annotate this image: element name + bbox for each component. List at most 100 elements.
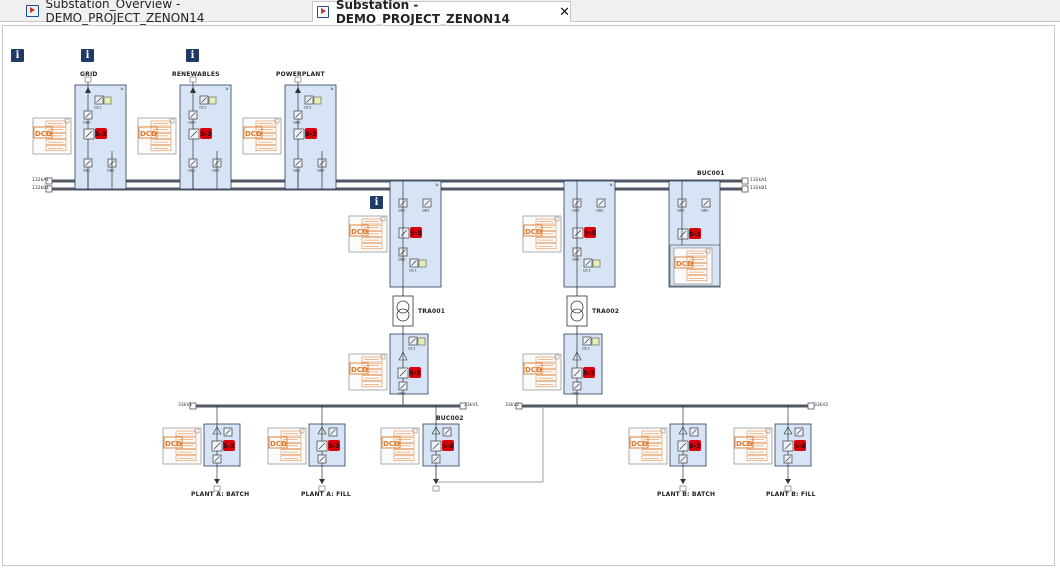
switch-qb1[interactable]: QB1 bbox=[293, 158, 303, 173]
panel-tra001-mv[interactable]: DCD bbox=[348, 353, 388, 391]
switch-label: QB1 bbox=[293, 169, 301, 173]
circuit-breaker[interactable]: S-3 bbox=[572, 227, 596, 239]
earth-switch[interactable] bbox=[592, 259, 601, 268]
switch-qb1[interactable] bbox=[431, 454, 441, 464]
panel-grid[interactable]: DCD bbox=[32, 117, 72, 155]
switch-qb1[interactable] bbox=[783, 454, 793, 464]
switch-qb2[interactable]: QB2 bbox=[596, 198, 606, 213]
close-icon[interactable]: ✕ bbox=[559, 4, 570, 20]
circuit-breaker[interactable]: S-3 bbox=[677, 440, 701, 452]
switch-qb2[interactable]: QB2 bbox=[422, 198, 432, 213]
switch-qc1[interactable] bbox=[328, 427, 338, 437]
earth-switch[interactable] bbox=[418, 259, 427, 268]
earth-body[interactable] bbox=[418, 259, 427, 268]
panel-tra001-hv[interactable]: DCD bbox=[348, 215, 388, 253]
switch-qc1[interactable] bbox=[689, 427, 699, 437]
circuit-breaker[interactable]: S-3 bbox=[782, 440, 806, 452]
switch-qb1[interactable]: QB1 bbox=[83, 158, 93, 173]
earth-switch[interactable] bbox=[313, 96, 322, 105]
switch-qb1[interactable] bbox=[678, 454, 688, 464]
switch-qb0[interactable]: QB0 bbox=[293, 110, 303, 125]
circuit-breaker[interactable]: S-3 bbox=[430, 440, 454, 452]
switch-qb2[interactable]: QB2 bbox=[701, 198, 711, 213]
breaker-alarm-badge bbox=[223, 440, 235, 451]
panel-renewables[interactable]: DCD bbox=[137, 117, 177, 155]
fixtures bbox=[45, 177, 815, 410]
panel-powerplant[interactable]: DCD bbox=[242, 117, 282, 155]
switch-blade bbox=[85, 112, 91, 118]
circuit-breaker[interactable]: S-3 bbox=[293, 128, 317, 140]
breaker-blade bbox=[190, 130, 198, 138]
info-icon[interactable]: i bbox=[11, 49, 24, 62]
earth-body[interactable] bbox=[417, 337, 426, 346]
circuit-breaker[interactable]: S-3 bbox=[677, 228, 701, 240]
earth-body[interactable] bbox=[313, 96, 322, 105]
panel-field bbox=[393, 430, 415, 437]
earth-body[interactable] bbox=[103, 96, 112, 105]
switch-qb1[interactable] bbox=[212, 454, 222, 464]
earth-body[interactable] bbox=[592, 259, 601, 268]
panel-plant-b-batch[interactable]: DCD bbox=[628, 427, 668, 465]
earth-body[interactable] bbox=[208, 96, 217, 105]
panel-badge bbox=[243, 126, 263, 139]
arrow-icon bbox=[431, 426, 441, 435]
panel-tra002-mv[interactable]: DCD bbox=[522, 353, 562, 391]
circuit-breaker[interactable]: S-3 bbox=[83, 128, 107, 140]
switch-qc1[interactable]: QC1 bbox=[94, 95, 104, 110]
info-icon-buc001[interactable]: i bbox=[370, 196, 383, 209]
switch-qc1[interactable] bbox=[794, 427, 804, 437]
switch-qc1[interactable]: QC1 bbox=[583, 258, 593, 273]
switch-qc1[interactable]: QC1 bbox=[582, 336, 592, 351]
switch-qb0[interactable]: QB0 bbox=[83, 110, 93, 125]
transformer-tra001[interactable] bbox=[392, 295, 414, 327]
circuit-breaker[interactable]: S-3 bbox=[211, 440, 235, 452]
breaker-blade bbox=[573, 369, 581, 377]
transformer-frame[interactable] bbox=[566, 295, 588, 327]
panel-corner bbox=[299, 428, 305, 434]
switch-qc1[interactable]: QC1 bbox=[409, 258, 419, 273]
panel-tra002-hv[interactable]: DCD bbox=[522, 215, 562, 253]
info-icon-renewables[interactable]: i bbox=[186, 49, 199, 62]
switch-qc1[interactable]: QC1 bbox=[304, 95, 314, 110]
switch-qc1[interactable]: QC1 bbox=[408, 336, 418, 351]
panel-field bbox=[535, 224, 557, 231]
tab-substation[interactable]: Substation - DEMO_PROJECT_ZENON14 ✕ bbox=[312, 0, 571, 26]
panel-field bbox=[361, 237, 383, 243]
circuit-breaker[interactable]: S-3 bbox=[397, 367, 421, 379]
panel-buc001[interactable]: DCD bbox=[673, 247, 713, 285]
circuit-breaker[interactable]: S-3 bbox=[571, 367, 595, 379]
transformer-frame[interactable] bbox=[392, 295, 414, 327]
panel-field bbox=[393, 443, 415, 449]
arrow-icon bbox=[783, 426, 793, 435]
switch-qb1[interactable]: QB1 bbox=[188, 158, 198, 173]
panel-plant-b-fill[interactable]: DCD bbox=[733, 427, 773, 465]
switch-qc1[interactable] bbox=[442, 427, 452, 437]
earth-switch[interactable] bbox=[103, 96, 112, 105]
tab-substation-overview[interactable]: Substation_Overview - DEMO_PROJECT_ZENON… bbox=[22, 0, 306, 25]
switch-qc1[interactable]: QC1 bbox=[199, 95, 209, 110]
switch-qb1[interactable] bbox=[317, 454, 327, 464]
circuit-breaker[interactable]: S-3 bbox=[398, 227, 422, 239]
switch-qb0[interactable]: QB0 bbox=[188, 110, 198, 125]
panel-plant-a-batch[interactable]: DCD bbox=[162, 427, 202, 465]
info-icon-grid[interactable]: i bbox=[81, 49, 94, 62]
switch-blade bbox=[214, 456, 220, 462]
circuit-breaker[interactable]: S-3 bbox=[316, 440, 340, 452]
breaker-alarm-badge bbox=[689, 228, 701, 239]
feeder-label-powerplant: POWERPLANT bbox=[276, 71, 325, 78]
switch-qc1[interactable] bbox=[223, 427, 233, 437]
panel-buc002[interactable]: DCD bbox=[380, 427, 420, 465]
breaker-badge-text: S-3 bbox=[585, 230, 596, 237]
transformer-tra002[interactable] bbox=[566, 295, 588, 327]
earth-switch[interactable] bbox=[417, 337, 426, 346]
earth-body[interactable] bbox=[591, 337, 600, 346]
circuit-breaker[interactable]: S-3 bbox=[188, 128, 212, 140]
earth-switch[interactable] bbox=[208, 96, 217, 105]
panel-plant-a-fill[interactable]: DCD bbox=[267, 427, 307, 465]
switch-qb1[interactable]: QB1 bbox=[398, 381, 408, 396]
switch-qb1[interactable]: QB1 bbox=[572, 381, 582, 396]
breaker-badge-text: S-3 bbox=[306, 131, 317, 138]
switch-label: QC1 bbox=[583, 269, 591, 273]
earth-switch[interactable] bbox=[591, 337, 600, 346]
